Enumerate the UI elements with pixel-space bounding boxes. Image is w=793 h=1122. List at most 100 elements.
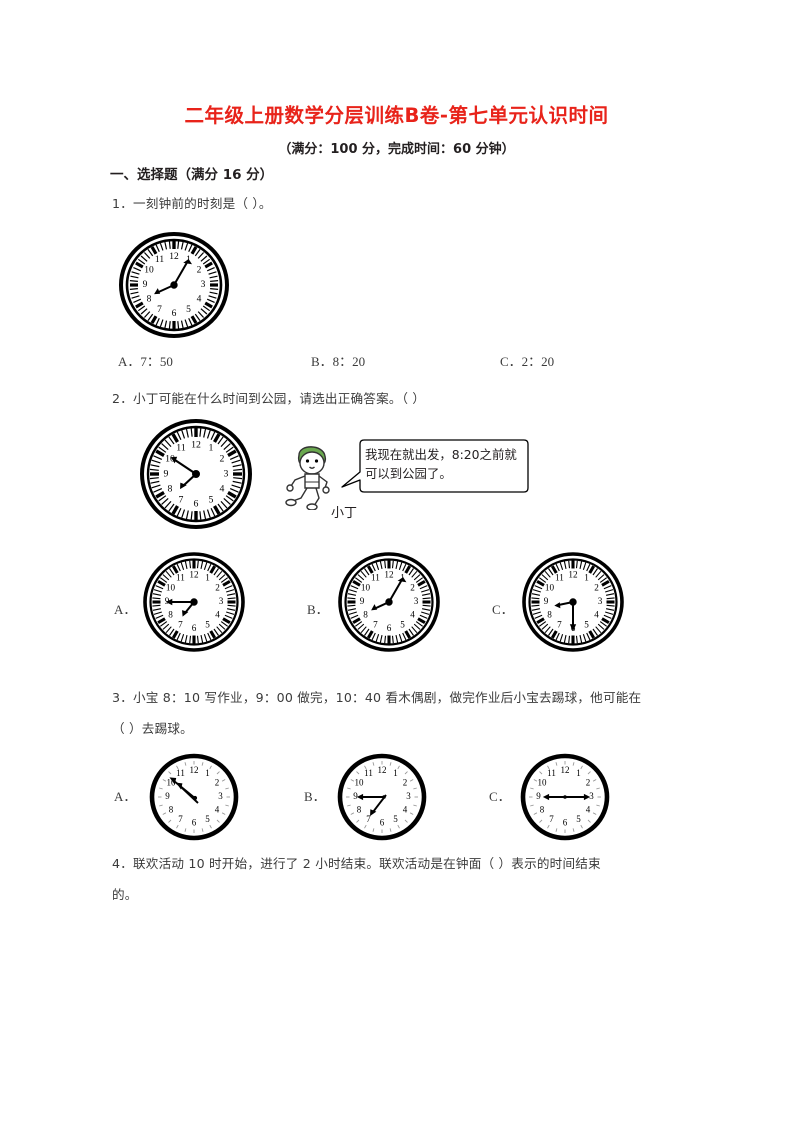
boy-illustration xyxy=(281,438,345,515)
svg-text:10: 10 xyxy=(361,583,371,593)
svg-text:9: 9 xyxy=(143,280,148,290)
svg-text:5: 5 xyxy=(205,814,210,824)
svg-text:5: 5 xyxy=(205,620,210,630)
svg-text:12: 12 xyxy=(568,570,578,580)
q3-option-b-label[interactable]: B． xyxy=(304,789,326,804)
svg-text:8: 8 xyxy=(168,610,173,620)
svg-text:6: 6 xyxy=(192,818,197,828)
question-3-text-line2: （ ）去踢球。 xyxy=(112,721,193,736)
svg-text:11: 11 xyxy=(364,768,373,778)
svg-text:7: 7 xyxy=(179,494,184,505)
svg-text:1: 1 xyxy=(576,768,581,778)
svg-text:10: 10 xyxy=(166,583,176,593)
q1-choice-a[interactable]: A．7：50 xyxy=(118,354,173,369)
svg-text:11: 11 xyxy=(176,768,185,778)
svg-text:3: 3 xyxy=(219,596,224,606)
svg-text:7: 7 xyxy=(157,305,162,315)
svg-text:9: 9 xyxy=(165,596,170,606)
svg-text:4: 4 xyxy=(220,483,225,494)
svg-text:7: 7 xyxy=(549,814,554,824)
question-3-text-line1: 3．小宝 8：10 写作业，9：00 做完，10：40 看木偶剧，做完作业后小宝… xyxy=(112,690,642,705)
svg-text:11: 11 xyxy=(555,573,564,583)
svg-text:8: 8 xyxy=(363,610,368,620)
svg-text:4: 4 xyxy=(215,805,220,815)
svg-text:4: 4 xyxy=(586,805,591,815)
svg-text:5: 5 xyxy=(584,620,589,630)
svg-text:8: 8 xyxy=(147,295,152,305)
svg-text:2: 2 xyxy=(403,778,408,788)
question-2-text: 2．小丁可能在什么时间到公园，请选出正确答案。（ ） xyxy=(112,391,426,406)
svg-text:4: 4 xyxy=(403,805,408,815)
svg-text:6: 6 xyxy=(192,623,197,633)
q2-option-c-label[interactable]: C． xyxy=(492,602,514,617)
q2-option-b-label[interactable]: B． xyxy=(307,602,329,617)
svg-text:4: 4 xyxy=(215,610,220,620)
svg-text:3: 3 xyxy=(406,791,411,801)
question-4-text-line2: 的。 xyxy=(112,887,138,902)
svg-text:12: 12 xyxy=(190,765,199,775)
svg-text:5: 5 xyxy=(576,814,581,824)
svg-text:7: 7 xyxy=(366,814,371,824)
question-4-text-line1: 4．联欢活动 10 时开始，进行了 2 小时结束。联欢活动是在钟面（ ）表示的时… xyxy=(112,856,601,871)
svg-text:12: 12 xyxy=(384,570,394,580)
q3-option-c-label[interactable]: C． xyxy=(489,789,511,804)
svg-text:12: 12 xyxy=(191,439,201,450)
page-subtitle: （满分：100 分，完成时间：60 分钟） xyxy=(278,142,515,157)
svg-text:1: 1 xyxy=(205,768,210,778)
svg-text:11: 11 xyxy=(547,768,556,778)
svg-text:8: 8 xyxy=(357,805,362,815)
svg-text:4: 4 xyxy=(197,295,202,305)
svg-text:11: 11 xyxy=(176,442,186,453)
q1-choice-b[interactable]: B．8：20 xyxy=(311,354,366,369)
svg-text:7: 7 xyxy=(178,620,183,630)
svg-text:1: 1 xyxy=(209,442,214,453)
svg-text:10: 10 xyxy=(165,453,175,464)
svg-text:3: 3 xyxy=(598,596,603,606)
svg-text:5: 5 xyxy=(393,814,398,824)
svg-text:11: 11 xyxy=(176,573,185,583)
svg-text:5: 5 xyxy=(209,494,214,505)
character-name: 小丁 xyxy=(331,506,358,521)
svg-text:10: 10 xyxy=(545,583,555,593)
svg-text:1: 1 xyxy=(205,573,210,583)
svg-text:3: 3 xyxy=(201,280,206,290)
svg-text:4: 4 xyxy=(410,610,415,620)
q3-option-a-label[interactable]: A． xyxy=(114,789,137,804)
svg-text:2: 2 xyxy=(215,778,220,788)
svg-text:6: 6 xyxy=(563,818,568,828)
svg-text:10: 10 xyxy=(355,778,365,788)
svg-text:2: 2 xyxy=(594,583,599,593)
svg-text:5: 5 xyxy=(400,620,405,630)
section-heading: 一、选择题（满分 16 分） xyxy=(110,167,274,183)
svg-text:11: 11 xyxy=(371,573,380,583)
svg-text:6: 6 xyxy=(380,818,385,828)
svg-text:2: 2 xyxy=(410,583,415,593)
svg-text:8: 8 xyxy=(540,805,545,815)
svg-text:4: 4 xyxy=(594,610,599,620)
svg-text:9: 9 xyxy=(353,791,358,801)
page-title: 二年级上册数学分层训练B卷-第七单元认识时间 xyxy=(184,104,609,127)
svg-text:9: 9 xyxy=(165,791,170,801)
svg-text:12: 12 xyxy=(561,765,570,775)
svg-text:8: 8 xyxy=(547,610,552,620)
svg-text:3: 3 xyxy=(218,791,223,801)
svg-text:6: 6 xyxy=(194,498,199,509)
speech-bubble-text: 我现在就出发，8:20之前就可以到公园了。 xyxy=(365,447,517,481)
question-1-text: 1．一刻钟前的时刻是（ ）。 xyxy=(112,196,272,211)
svg-text:7: 7 xyxy=(373,620,378,630)
q2-option-a-label[interactable]: A． xyxy=(114,602,137,617)
svg-text:10: 10 xyxy=(538,778,548,788)
svg-text:1: 1 xyxy=(584,573,589,583)
svg-text:2: 2 xyxy=(586,778,591,788)
q1-choice-c[interactable]: C．2：20 xyxy=(500,354,555,369)
svg-text:11: 11 xyxy=(155,255,164,265)
